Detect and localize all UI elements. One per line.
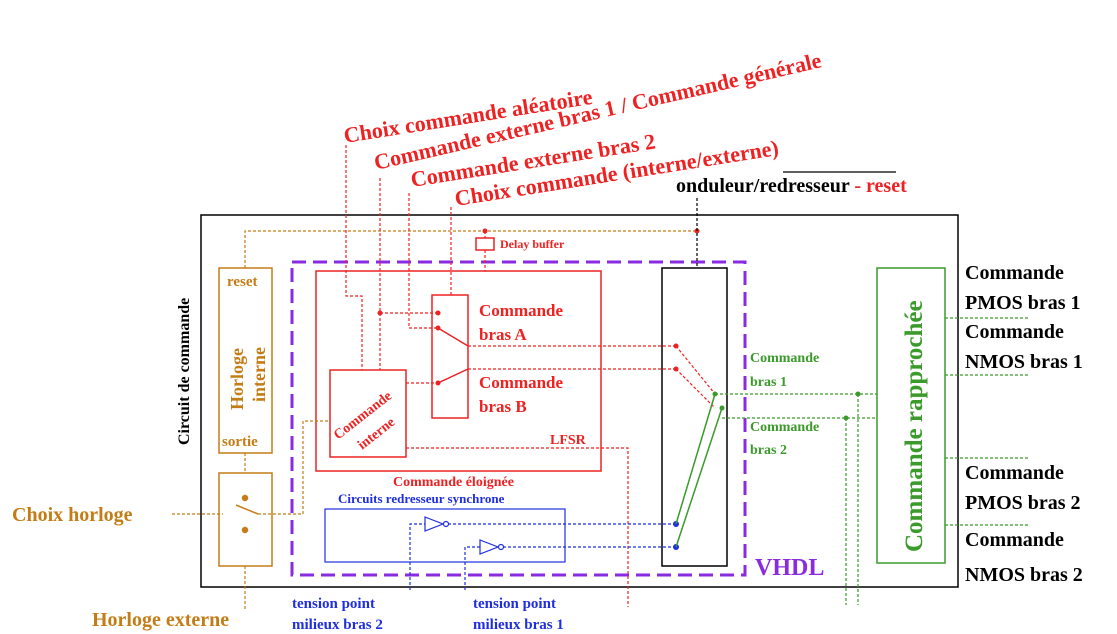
wire-cmd-interne-b [406,447,629,607]
buffer-1 [424,516,445,532]
wire-ext-bras2 [408,193,438,329]
wire-mux-a [675,345,716,395]
label-out-pmos2-1: Commande [965,462,1064,484]
label-choix-horloge: Choix horloge [12,504,133,526]
label-lfsr: LFSR [550,433,587,448]
mux-box [661,267,728,567]
label-commande-bras-b-1: Commande [479,373,564,392]
buffer-2 [479,539,500,555]
commande-interne-box [329,369,407,458]
label-vhdl: VHDL [755,555,824,581]
label-tension-bras1-1: tension point [473,596,556,612]
horloge-switch-box [218,472,273,567]
commande-rapprochee-box [876,267,946,564]
label-circuit-de-commande: Circuit de commande [176,298,193,445]
label-tension-bras2-1: tension point [292,596,375,612]
label-tension-bras1-2: milieux bras 1 [473,617,564,633]
reset-wire [244,230,697,268]
switch-box [431,294,469,419]
label-commande-bras-b-2: bras B [479,397,527,416]
label-out-pmos1-2: PMOS bras 1 [965,292,1081,314]
label-cmd-bras2-2: bras 2 [750,443,787,458]
label-cmd-bras2-1: Commande [750,420,819,435]
label-horloge-externe: Horloge externe [92,609,229,631]
label-tension-bras2-2: milieux bras 2 [292,617,383,633]
label-commande-eloignee: Commande éloignée [393,475,514,490]
label-sortie: sortie [222,434,258,450]
wire-tension-bras1 [464,546,480,590]
wire-tension-bras2 [409,523,425,590]
label-out-nmos2-2: NMOS bras 2 [965,564,1083,586]
label-interne: interne [249,347,269,402]
label-out-pmos2-2: PMOS bras 2 [965,492,1081,514]
wire-aleatoire [345,145,363,370]
label-out-pmos1-1: Commande [965,262,1064,284]
commande-eloignee-box [315,270,602,472]
circuit-box [200,214,959,588]
label-onduleur: onduleur/redresseur - reset [676,175,907,197]
label-delay-buffer: Delay buffer [500,237,565,251]
label-commande-bras-a-1: Commande [479,301,564,320]
label-reset: reset [227,274,258,290]
wire-mux-b [675,368,716,409]
label-circuits-redresseur: Circuits redresseur synchrone [338,491,505,506]
label-commande-rapprochee: Commande rapprochée [901,300,928,552]
redresseur-box [324,508,566,563]
label-out-nmos1-2: NMOS bras 1 [965,351,1083,373]
clock-out-wire [258,420,330,515]
label-commande-bras-a-2: bras A [479,325,527,344]
label-cmd-bras1-2: bras 1 [750,375,787,390]
label-out-nmos1-1: Commande [965,321,1064,343]
label-out-nmos2-1: Commande [965,529,1064,551]
label-horloge: Horloge [227,348,247,410]
label-cmd-bras1-1: Commande [750,351,819,366]
delay-buffer-box [475,237,495,251]
